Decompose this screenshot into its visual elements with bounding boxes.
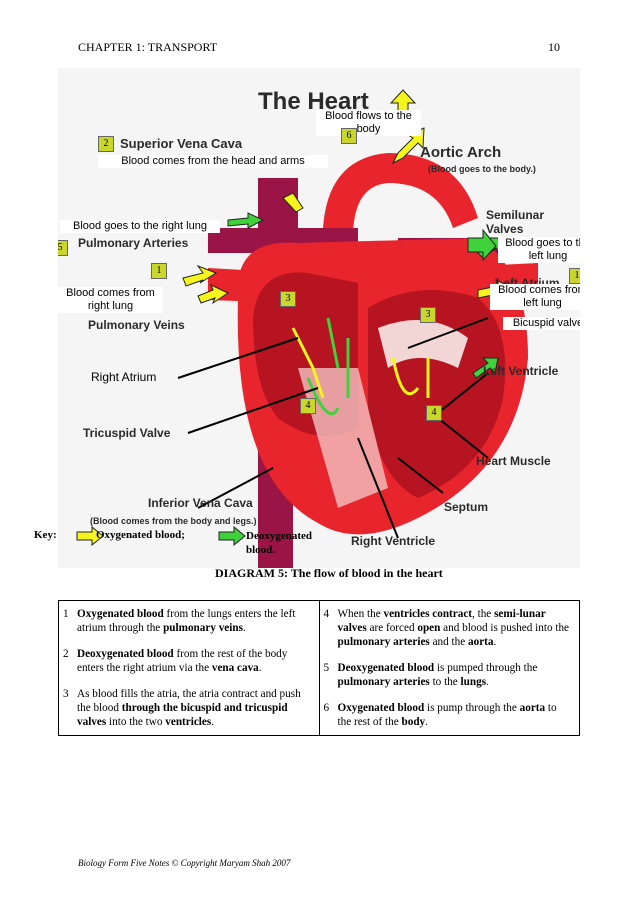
label-aortic-arch: Aortic Arch [420,144,502,161]
step-marker: 2 [98,136,114,152]
step-marker: 3 [280,291,296,307]
label-superior-vena-cava: Superior Vena Cava [120,136,243,151]
label-left-ventricle: Left Ventricle [483,364,559,378]
label-semilunar-valves: Semilunar Valves [486,208,545,236]
note-bicuspid: Bicuspid valve [503,317,580,330]
diagram-caption: DIAGRAM 5: The flow of blood in the hear… [215,566,443,580]
step-marker: 1 [151,263,167,279]
note-flows-to-body: Blood flows to the body [316,110,421,136]
label-tricuspid-valve: Tricuspid Valve [83,426,171,440]
footer-copyright: Biology Form Five Notes © Copyright Mary… [78,858,291,868]
key-label: Key: [34,529,57,541]
label-inferior-vena-cava: Inferior Vena Cava [148,496,253,510]
step-marker: 5 [58,240,68,256]
label-right-atrium: Right Atrium [91,370,157,384]
step-marker: 4 [426,405,442,421]
note-to-right-lung: Blood goes to the right lung [60,220,220,233]
heart-illustration [177,89,538,568]
key-deoxygenated: Deoxygenated blood. [246,530,312,556]
deoxygenated-arrow-icon [218,526,246,546]
label-inferior-note: (Blood comes from the body and legs.) [90,516,257,526]
note-from-head: Blood comes from the head and arms [98,155,328,168]
note-to-left-lung: Blood goes to the left lung [498,237,580,263]
label-pulmonary-veins: Pulmonary Veins [88,318,185,332]
step-marker: 1 [569,268,580,284]
label-heart-muscle: Heart Muscle [476,454,551,468]
label-septum: Septum [444,500,489,514]
oxygenated-arrow-icon [76,526,104,546]
step-marker: 6 [341,128,357,144]
page-number: 10 [548,40,560,54]
step-marker: 4 [300,398,316,414]
key-oxygenated: Oxygenated blood; [96,529,185,541]
heart-diagram: The Heart Superior Vena Cava Aortic Arch… [58,68,580,568]
note-from-left-lung: Blood comes from left lung [490,284,580,310]
label-right-ventricle: Right Ventricle [351,534,436,548]
label-pulmonary-arteries: Pulmonary Arteries [78,236,189,250]
step-marker: 3 [420,307,436,323]
chapter-header: CHAPTER 1: TRANSPORT [78,40,218,54]
label-aortic-arch-note: (Blood goes to the body.) [428,164,536,174]
note-from-right-lung: Blood comes from right lung [58,287,163,313]
